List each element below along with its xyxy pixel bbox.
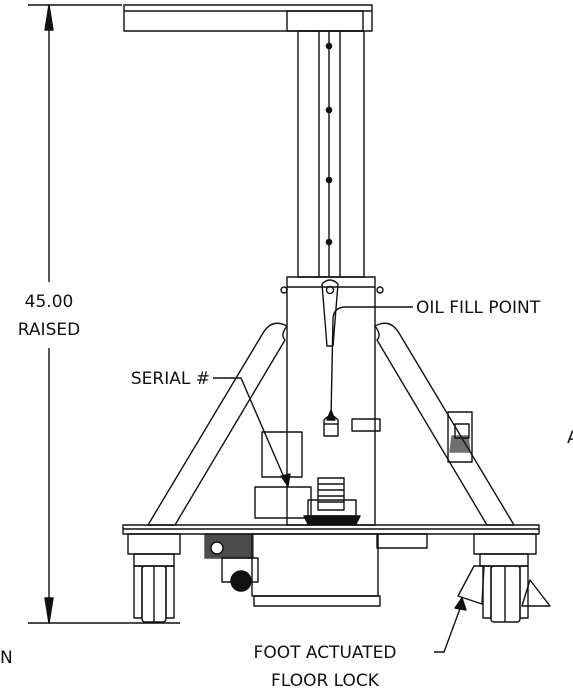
leader-lines bbox=[213, 306, 467, 653]
base-plate bbox=[122, 524, 540, 535]
bottom-left-fragment: N bbox=[0, 648, 13, 668]
dimension-value: 45.00 bbox=[25, 292, 74, 312]
upper-column bbox=[297, 30, 365, 278]
left-caster bbox=[127, 533, 181, 623]
reservoir bbox=[251, 533, 428, 607]
oil-fill-point-label: OIL FILL POINT bbox=[416, 298, 541, 318]
floor-lock-label-line2: FLOOR LOCK bbox=[271, 671, 380, 691]
height-dimension bbox=[28, 4, 180, 624]
floor-lock-pedal bbox=[457, 565, 551, 607]
top-plate bbox=[123, 4, 373, 32]
hydraulic-pump bbox=[303, 477, 361, 525]
right-accessory bbox=[447, 411, 473, 463]
control-valves bbox=[204, 533, 259, 592]
serial-number-label: SERIAL # bbox=[131, 369, 210, 389]
floor-lock-label-line1: FOOT ACTUATED bbox=[254, 643, 397, 663]
lift-handle bbox=[321, 279, 339, 347]
right-edge-fragment: A bbox=[567, 428, 573, 448]
dimension-condition: RAISED bbox=[18, 320, 80, 340]
